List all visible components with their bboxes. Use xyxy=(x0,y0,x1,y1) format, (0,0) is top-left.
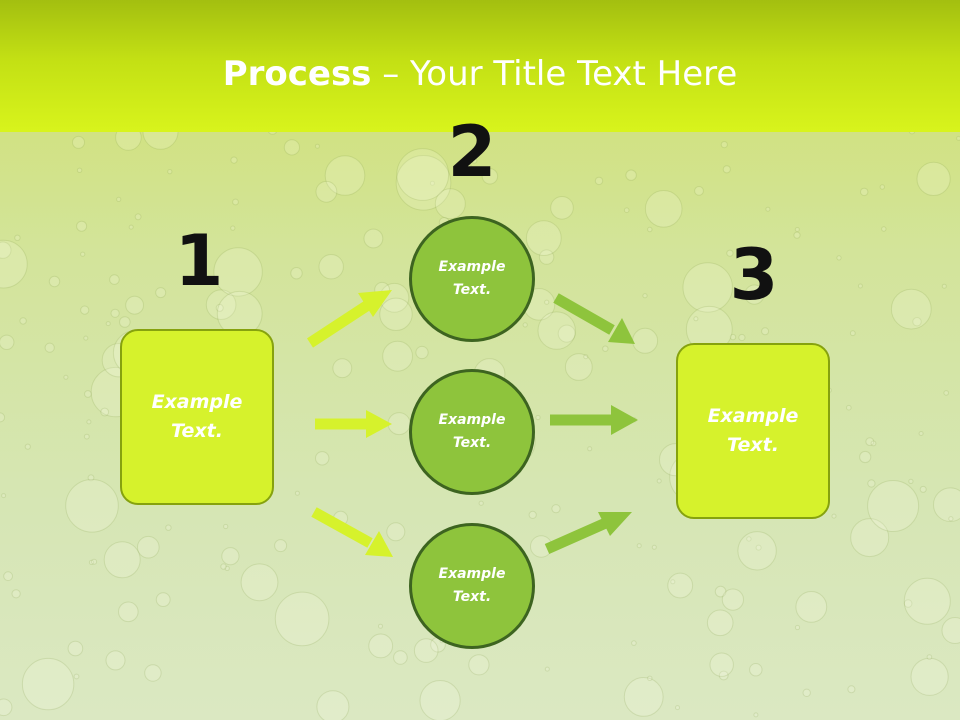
step-2-node-2-text: Example Text. xyxy=(438,412,506,451)
arrow-right-up xyxy=(553,293,635,344)
arrow-left-up xyxy=(306,290,392,348)
step-number-1[interactable]: 1 xyxy=(174,220,224,302)
arrow-left-down xyxy=(311,507,393,557)
step-3-box[interactable]: Example Text. xyxy=(676,343,830,519)
arrow-right-down xyxy=(544,512,632,555)
step-number-3[interactable]: 3 xyxy=(729,234,779,316)
step-1-box[interactable]: Example Text. xyxy=(120,329,274,505)
title-bold: Process xyxy=(222,54,372,94)
step-number-2[interactable]: 2 xyxy=(447,111,497,193)
step-1-text: Example Text. xyxy=(151,391,243,442)
step-2-node-1-text: Example Text. xyxy=(438,259,506,298)
step-2-node-1[interactable]: Example Text. xyxy=(409,216,535,342)
slide-title[interactable]: Process – Your Title Text Here xyxy=(0,52,960,96)
step-2-node-3-text: Example Text. xyxy=(438,566,506,605)
title-band xyxy=(0,0,960,132)
arrow-right-middle xyxy=(550,405,638,435)
step-2-node-3[interactable]: Example Text. xyxy=(409,523,535,649)
arrow-left-middle xyxy=(315,410,392,438)
step-2-node-2[interactable]: Example Text. xyxy=(409,369,535,495)
step-3-text: Example Text. xyxy=(707,405,799,456)
title-rest: – Your Title Text Here xyxy=(371,54,738,94)
